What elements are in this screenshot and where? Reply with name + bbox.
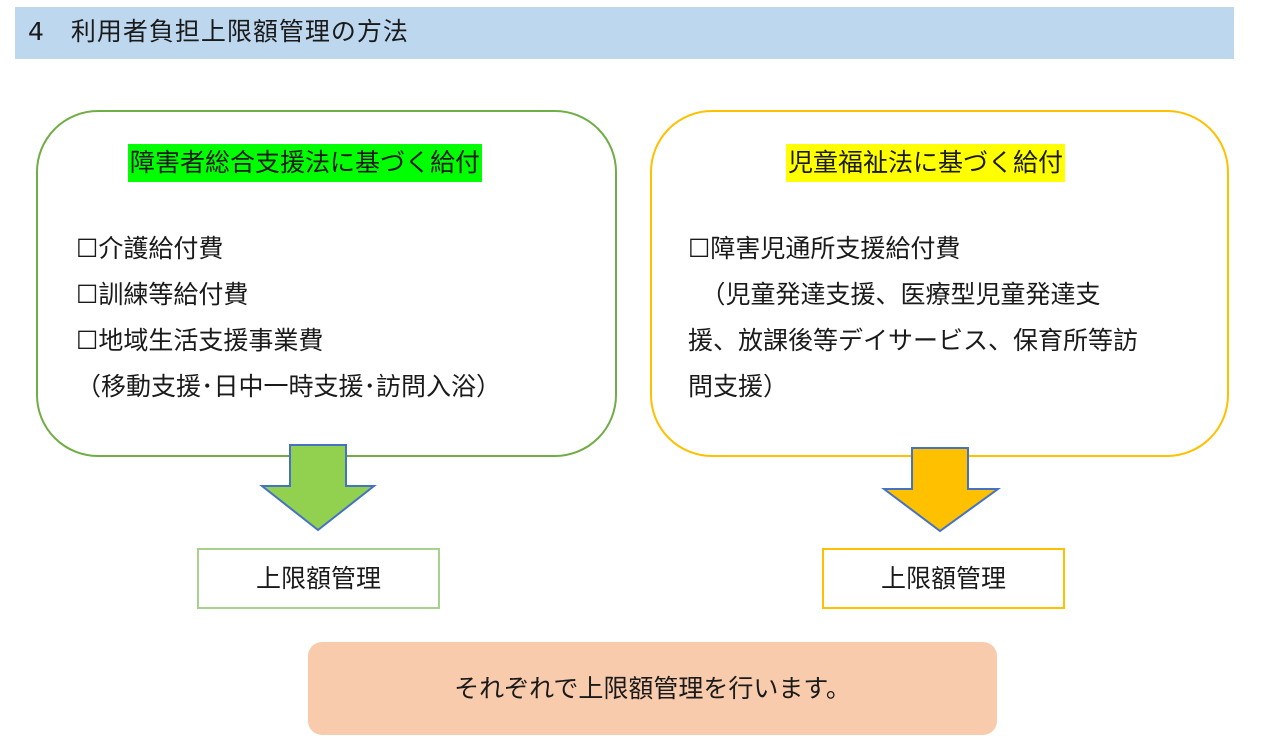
benefit-item-note: （移動支援･日中一時支援･訪問入浴） <box>76 372 502 401</box>
benefit-item: ☐地域生活支援事業費 <box>76 326 324 355</box>
benefit-item-note: 援、放課後等デイサービス、保育所等訪 <box>688 326 1139 355</box>
section-title: 4 利用者負担上限額管理の方法 <box>28 17 409 46</box>
panel-general-support-act: 障害者総合支援法に基づく給付 ☐介護給付費 ☐訓練等給付費 ☐地域生活支援事業費… <box>36 110 617 457</box>
panel-title-general-support-act: 障害者総合支援法に基づく給付 <box>128 144 483 182</box>
benefit-item-note: 問支援） <box>688 372 789 401</box>
benefit-item: ☐障害児通所支援給付費 <box>688 234 961 263</box>
summary-note: それぞれで上限額管理を行います。 <box>308 642 997 735</box>
benefit-item-note: （児童発達支援、医療型児童発達支 <box>688 280 1101 309</box>
limit-management-box-right: 上限額管理 <box>822 548 1065 609</box>
section-header: 4 利用者負担上限額管理の方法 <box>15 7 1234 59</box>
panel-title-child-welfare-act: 児童福祉法に基づく給付 <box>786 144 1066 182</box>
down-arrow-right-shape <box>881 447 1002 533</box>
down-arrow-icon <box>259 444 377 532</box>
limit-management-box-left: 上限額管理 <box>197 548 440 609</box>
down-arrow-left-shape <box>259 444 377 532</box>
panel-child-welfare-act: 児童福祉法に基づく給付 ☐障害児通所支援給付費 （児童発達支援、医療型児童発達支… <box>650 110 1229 457</box>
benefit-list-child-welfare-act: ☐障害児通所支援給付費 （児童発達支援、医療型児童発達支 援、放課後等デイサービ… <box>688 226 1138 410</box>
benefit-list-general-support-act: ☐介護給付費 ☐訓練等給付費 ☐地域生活支援事業費 （移動支援･日中一時支援･訪… <box>76 226 501 410</box>
benefit-item: ☐介護給付費 <box>76 234 224 263</box>
down-arrow-icon <box>881 447 1002 533</box>
benefit-item: ☐訓練等給付費 <box>76 280 249 309</box>
